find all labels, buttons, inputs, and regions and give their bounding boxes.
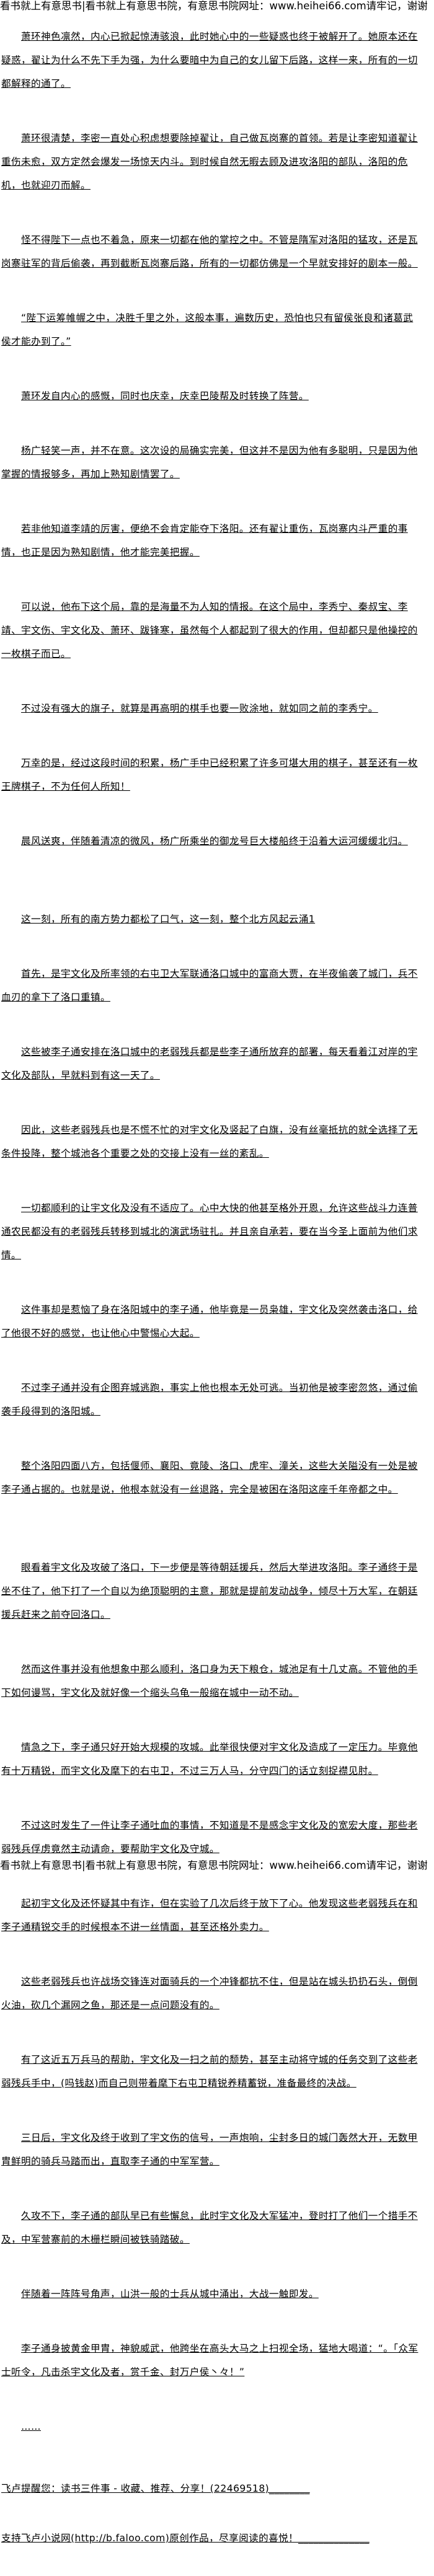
paragraph: 万幸的是，经过这段时间的积累，杨广手中已经积累了许多可堪大用的棋子，甚至还有一枚… (1, 757, 418, 792)
paragraph: 情急之下，李子通只好开始大规模的攻城。此举很快便对宇文化及造成了一定压力。毕竟他… (1, 1742, 418, 1776)
paragraph: “陛下运筹帷幄之中，决胜千里之外，这般本事，遍数历史，恐怕也只有留侯张良和诸葛武… (1, 312, 414, 347)
ellipsis-paragraph: …… (21, 2421, 41, 2432)
paragraph: 萧环神色凛然，内心已掀起惊涛骇浪，此时她心中的一些疑惑也终于被解开了。她原本还在… (1, 31, 418, 89)
paragraph: 然而这件事并没有他想象中那么顺利，洛口身为天下粮仓，城池足有十几丈高。不管他的手… (1, 1664, 418, 1698)
paragraph: 眼看着宇文化及攻破了洛口，下一步便是等待朝廷援兵，然后大举进攻洛阳。李子通终于是… (1, 1562, 418, 1620)
paragraph: 这些老弱残兵也许战场交锋连对面骑兵的一个冲锋都抗不住，但是站在城头扔扔石头，倒倒… (1, 1976, 418, 2011)
paragraph: 整个洛阳四面八方，包括偃师、襄阳、竟陵、洛口、虎牢、潼关，这些大关隘没有一处是被… (1, 1460, 418, 1495)
paragraph: 三日后，宇文化及终于收到了宇文伤的信号，一声炮响，尘封多日的城门轰然大开，无数甲… (1, 2132, 418, 2167)
paragraph: 有了这近五万兵马的帮助，宇文化及一扫之前的颓势，甚至主动将守城的任务交到了这些老… (1, 2054, 418, 2089)
paragraph: 不过没有强大的旗子，就算是再高明的棋手也要一败涂地，就如同之前的李秀宁。 (21, 703, 378, 714)
paragraph: 因此，这些老弱残兵也是不慌不忙的对宇文化及竖起了白旗，没有丝毫抵抗的就全选择了无… (1, 1124, 418, 1159)
paragraph: 不过李子通并没有企图弃城逃跑，事实上他也根本无处可逃。当初他是被李密忽悠，通过偷… (1, 1382, 418, 1417)
paragraph: 杨广轻笑一声，并不在意。这次设的局确实完美，但这并不是因为他有多聪明，只是因为他… (1, 445, 418, 480)
paragraph: 一切都顺利的让宇文化及没有不适应了。心中大快的他甚至格外开恩，允许这些战斗力连普… (1, 1202, 418, 1261)
paragraph: 久攻不下，李子通的部队早已有些懈怠，此时宇文化及大军猛冲，登时打了他们一个措手不… (1, 2210, 418, 2245)
paragraph: 这件事却是惹恼了身在洛阳城中的李子通，他毕竟是一员枭雄，宇文化及突然袭击洛口，给… (1, 1304, 418, 1339)
paragraph: 若非他知道李靖的厉害，便绝不会肯定能夺下洛阳。还有翟让重伤，瓦岗寨内斗严重的事情… (1, 523, 408, 558)
paragraph: 怪不得陛下一点也不着急，原来一切都在他的掌控之中。不管是隋军对洛阳的猛攻，还是瓦… (1, 234, 418, 269)
paragraph: 伴随着一阵阵号角声，山洪一般的士兵从城中涌出，大战一触即发。 (21, 2288, 319, 2300)
paragraph: 萧环发自内心的感慨，同时也庆幸，庆幸巴陵帮及时转换了阵营。 (21, 390, 309, 402)
paragraph: 可以说，他布下这个局，靠的是海量不为人知的情报。在这个局中，李秀宁、秦叔宝、李靖… (1, 601, 418, 659)
paragraph: 这一刻，所有的南方势力都松了口气，这一刻，整个北方风起云涌1 (21, 914, 316, 925)
paragraph: 起初宇文化及还怀疑其中有诈，但在实验了几次后终于放下了心。他发现这些老弱残兵在和… (1, 1898, 418, 1933)
chapter-content: 萧环神色凛然，内心已掀起惊涛骇浪，此时她心中的一些疑惑也终于被解开了。她原本还在… (1, 25, 422, 2576)
faloo-reminder-note: 飞卢提醒您：读书三件事 - 收藏、推荐、分享！(22469518)_______… (1, 2483, 310, 2494)
faloo-support-note: 支持飞卢小说网(http://b.faloo.com)原创作品，尽享阅读的喜悦！… (1, 2533, 370, 2544)
paragraph: 李子通身披黄金甲胄，神貌威武，他跨坐在高头大马之上扫视全场，猛地大喝道：“。「众… (1, 2343, 418, 2378)
paragraph: 首先，是宇文化及所率领的右屯卫大军联通洛口城中的富商大贾，在半夜偷袭了城门，兵不… (1, 968, 418, 1003)
paragraph: 萧环很清楚，李密一直处心积虑想要除掉翟让，自己做瓦岗寨的首领。若是让李密知道翟让… (1, 133, 418, 191)
paragraph: 晨风送爽，伴随着清凉的微风，杨广所乘坐的御龙号巨大楼船终于沿着大运河缓缓北归。 (21, 836, 408, 847)
paragraph: 这些被李子通安排在洛口城中的老弱残兵都是些李子通所放弃的部署，每天看着江对岸的宇… (1, 1046, 418, 1081)
paragraph: 不过这时发生了一件让李子通吐血的事情，不知道是不是感念宇文化及的宽宏大度，那些老… (1, 1820, 418, 1855)
site-banner-bottom: 看书就上有意思书|看书就上有意思书院，有意思书院网址：www.heihei66.… (0, 1859, 428, 1871)
site-banner-top: 看书就上有意思书|看书就上有意思书院，有意思书院网址：www.heihei66.… (0, 0, 428, 12)
